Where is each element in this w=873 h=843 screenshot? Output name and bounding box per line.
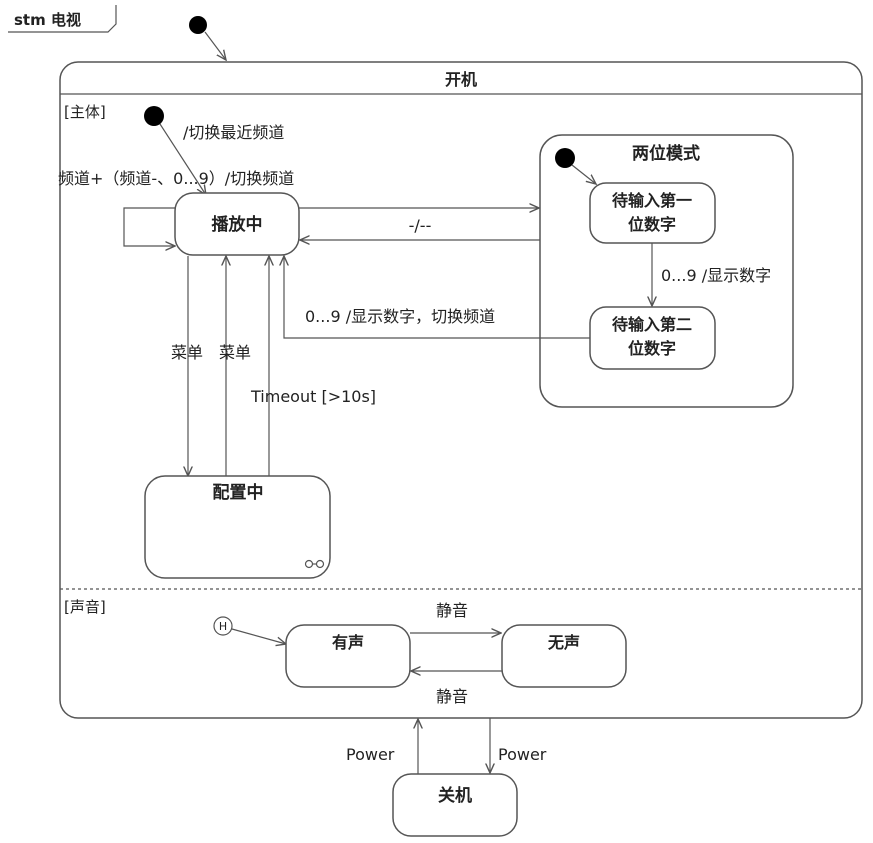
transition-initial-two-digit — [571, 164, 596, 184]
frame-tab: stm 电视 — [8, 5, 117, 33]
history-state-label: H — [219, 620, 227, 633]
state-sound-off[interactable]: 无声 — [501, 624, 627, 688]
state-playing[interactable]: 播放中 — [174, 192, 300, 256]
label-second-to-playing: 0...9 /显示数字，切换频道 — [305, 307, 495, 326]
label-self-loop: 频道+（频道-、0...9）/切换频道 — [58, 169, 294, 188]
superstate-title: 开机 — [445, 70, 477, 89]
transition-second-to-playing — [284, 256, 590, 339]
composite-state-icon — [304, 559, 325, 569]
region-label-sound: [声音] — [64, 598, 106, 616]
transition-self-loop — [123, 207, 175, 246]
state-playing-label: 播放中 — [212, 214, 263, 235]
state-power-off[interactable]: 关机 — [392, 773, 518, 837]
state-await-first-line1: 待输入第一 — [612, 191, 692, 210]
state-await-second-line2: 位数字 — [628, 339, 676, 358]
state-await-second-digit[interactable]: 待输入第二 位数字 — [589, 306, 716, 370]
state-config-label: 配置中 — [213, 482, 264, 503]
state-sound-on-label: 有声 — [332, 633, 364, 652]
label-power-off: Power — [498, 745, 547, 764]
state-await-second-line1: 待输入第二 — [612, 315, 692, 334]
state-config[interactable]: 配置中 — [144, 475, 331, 579]
transition-history-to-sound-on — [231, 628, 286, 644]
label-initial-main: /切换最近频道 — [183, 123, 284, 142]
label-two-digit-toggle: -/-- — [409, 216, 432, 235]
state-await-first-digit[interactable]: 待输入第一 位数字 — [589, 182, 716, 244]
label-power-on: Power — [346, 745, 395, 764]
initial-node-main — [144, 106, 164, 126]
label-timeout: Timeout [>10s] — [250, 387, 376, 406]
initial-node-two-digit — [555, 148, 575, 168]
label-mute-off: 静音 — [436, 687, 468, 706]
state-sound-off-label: 无声 — [547, 633, 580, 652]
state-await-first-line2: 位数字 — [628, 215, 676, 234]
history-state[interactable]: H — [213, 616, 233, 636]
label-mute-on: 静音 — [436, 601, 468, 620]
state-sound-on[interactable]: 有声 — [285, 624, 411, 688]
label-menu-down: 菜单 — [171, 343, 203, 362]
region-label-main: [主体] — [64, 103, 106, 121]
state-two-digit-mode-label: 两位模式 — [632, 143, 700, 164]
transition-initial-main — [159, 123, 206, 195]
frame-title: stm 电视 — [14, 11, 81, 29]
label-first-to-second: 0...9 /显示数字 — [661, 266, 771, 285]
state-power-off-label: 关机 — [438, 785, 472, 806]
transition-initial-top — [204, 31, 226, 60]
label-menu-up: 菜单 — [219, 343, 251, 362]
initial-node-top — [189, 16, 207, 34]
